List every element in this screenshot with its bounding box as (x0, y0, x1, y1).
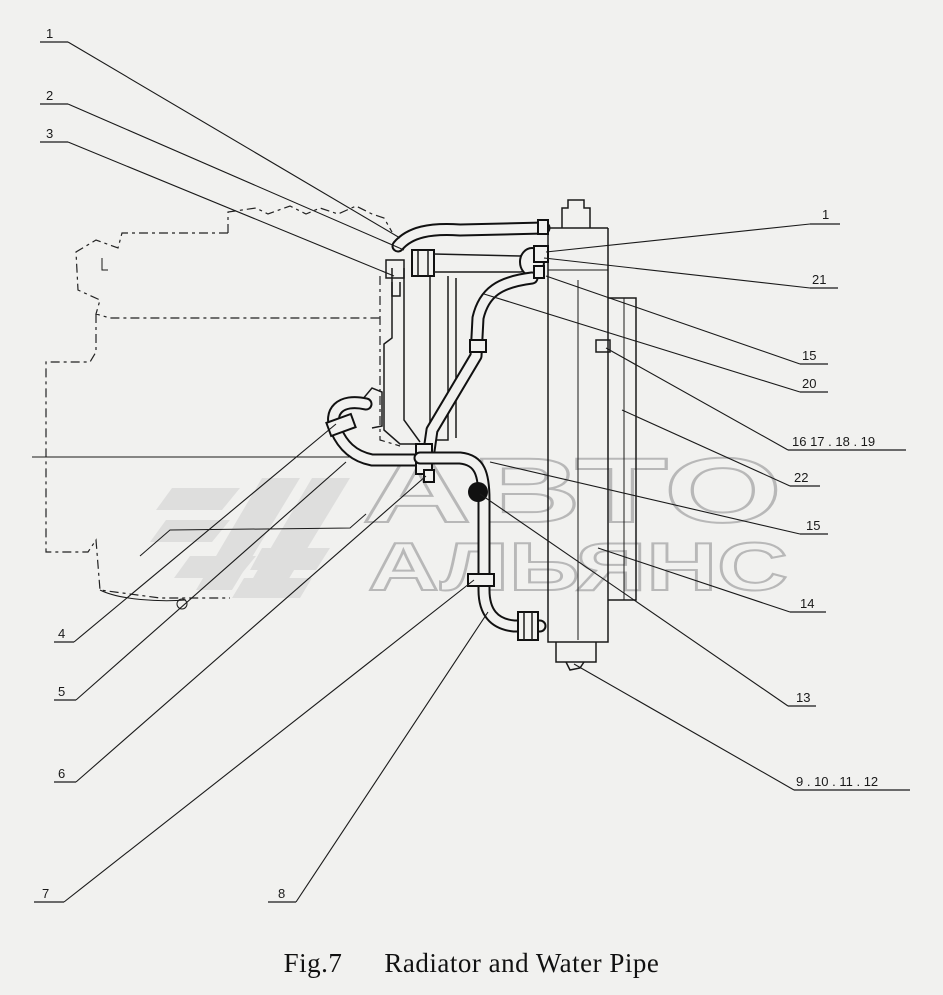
pump-housing (361, 259, 457, 445)
figure-title: Radiator and Water Pipe (384, 948, 660, 978)
callout-6: 6 (58, 766, 65, 781)
callout-22: 22 (794, 470, 808, 485)
callout-2: 2 (46, 88, 53, 103)
engine-outline (32, 205, 420, 610)
radiator (533, 199, 637, 671)
callout-4: 4 (58, 626, 65, 641)
callout-20: 20 (802, 376, 816, 391)
callout-leaders (63, 41, 811, 903)
callout-underlines (34, 41, 910, 903)
figure-caption: Fig.7 Radiator and Water Pipe (0, 948, 943, 979)
callout-9-10-11-12: 9 . 10 . 11 . 12 (796, 774, 878, 789)
drain-plug (468, 482, 488, 502)
callout-1-right: 1 (822, 207, 829, 222)
callout-5: 5 (58, 684, 65, 699)
callout-labels: 1 2 3 1 21 15 20 16 17 . 18 . 19 22 15 1… (42, 26, 878, 901)
callout-13: 13 (796, 690, 810, 705)
callout-8: 8 (278, 886, 285, 901)
lower-water-pipe (413, 451, 547, 641)
callout-7: 7 (42, 886, 49, 901)
callout-16-17-18-19: 16 17 . 18 . 19 (792, 434, 875, 449)
bypass-pipe (325, 396, 435, 483)
callout-15-lower: 15 (806, 518, 820, 533)
callout-15-upper: 15 (802, 348, 816, 363)
callout-3: 3 (46, 126, 53, 141)
callout-21: 21 (812, 272, 826, 287)
callout-14: 14 (800, 596, 814, 611)
diagonal-water-pipe (421, 271, 539, 465)
figure-number: Fig.7 (283, 948, 343, 978)
upper-hose (411, 249, 435, 277)
callout-1-upper-left: 1 (46, 26, 53, 41)
upper-water-pipe (391, 221, 551, 277)
